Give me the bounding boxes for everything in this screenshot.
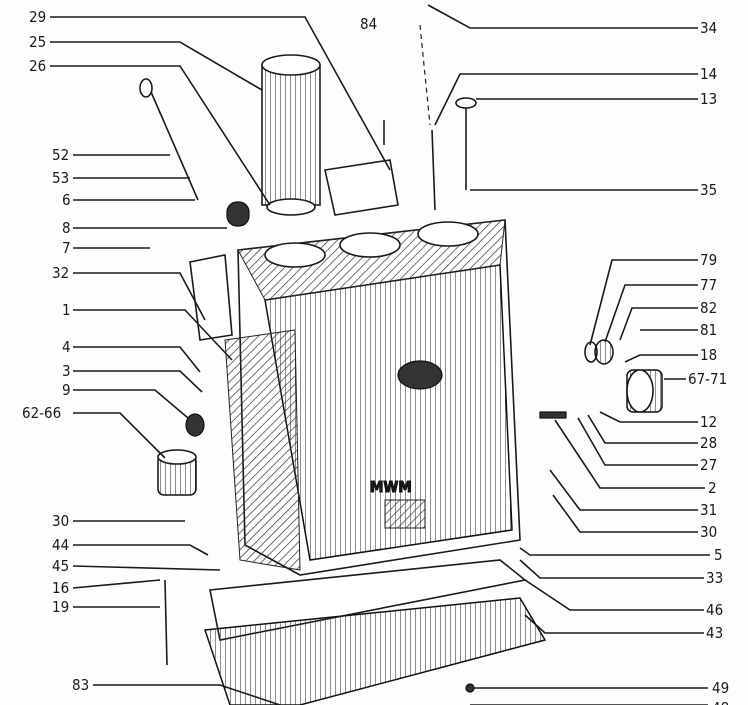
label-53: 53 [52,169,69,187]
oil-pan [203,559,547,705]
label-77: 77 [700,276,717,294]
plug-8 [226,201,250,227]
right-callouts: 34 14 13 35 79 77 82 81 18 67-71 12 28 2… [427,4,729,705]
label-3: 3 [62,362,71,380]
cylinder-liner [261,54,321,216]
label-35: 35 [700,181,717,199]
label-67-71: 67-71 [688,370,727,388]
label-44: 44 [52,536,69,554]
label-2: 2 [708,479,717,497]
label-84: 84 [360,15,377,33]
label-7: 7 [62,239,71,257]
label-45: 45 [52,557,69,575]
label-6: 6 [62,191,71,209]
label-48: 48 [712,699,729,705]
cover-77 [594,339,614,365]
bearing-shell-62-66 [157,449,197,496]
label-34: 34 [700,19,717,37]
label-28: 28 [700,434,717,452]
label-62-66: 62-66 [22,404,61,422]
bolt-13-head [455,97,477,109]
label-1: 1 [62,301,71,319]
label-82: 82 [700,299,717,317]
label-46: 46 [706,601,723,619]
label-19: 19 [52,598,69,616]
dipstick-handle [139,78,153,98]
label-13: 13 [700,90,717,108]
label-12: 12 [700,413,717,431]
label-9: 9 [62,381,71,399]
label-16: 16 [52,579,69,597]
label-27: 27 [700,456,717,474]
label-52: 52 [52,146,69,164]
label-18: 18 [700,346,717,364]
label-4: 4 [62,338,71,356]
drain-bolt-19 [164,579,168,666]
label-81: 81 [700,321,717,339]
bearing-67-71 [626,369,663,413]
washer-49 [465,683,475,693]
label-31: 31 [700,501,717,519]
dipstick [147,84,199,201]
crankcase-block: MWM [224,219,521,576]
label-5: 5 [714,546,723,564]
label-14: 14 [700,65,717,83]
dashed-axis [419,24,431,126]
stud-2 [539,411,567,419]
label-83: 83 [72,676,89,694]
label-30-right: 30 [700,523,717,541]
bearing-9 [185,413,205,437]
cylinder-head-gasket [324,159,399,216]
label-49: 49 [712,679,729,697]
label-33: 33 [706,569,723,587]
block-lettering: MWM [370,478,412,496]
left-callouts: 29 25 26 84 52 53 6 8 7 32 1 4 3 9 62-66… [22,8,391,705]
label-8: 8 [62,219,71,237]
label-26: 26 [29,57,46,75]
label-30-left: 30 [52,512,69,530]
label-43: 43 [706,624,723,642]
label-29: 29 [29,8,46,26]
label-79: 79 [700,251,717,269]
bolt-14 [431,129,436,211]
label-32: 32 [52,264,69,282]
label-25: 25 [29,33,46,51]
cover-gasket-32 [189,254,233,341]
